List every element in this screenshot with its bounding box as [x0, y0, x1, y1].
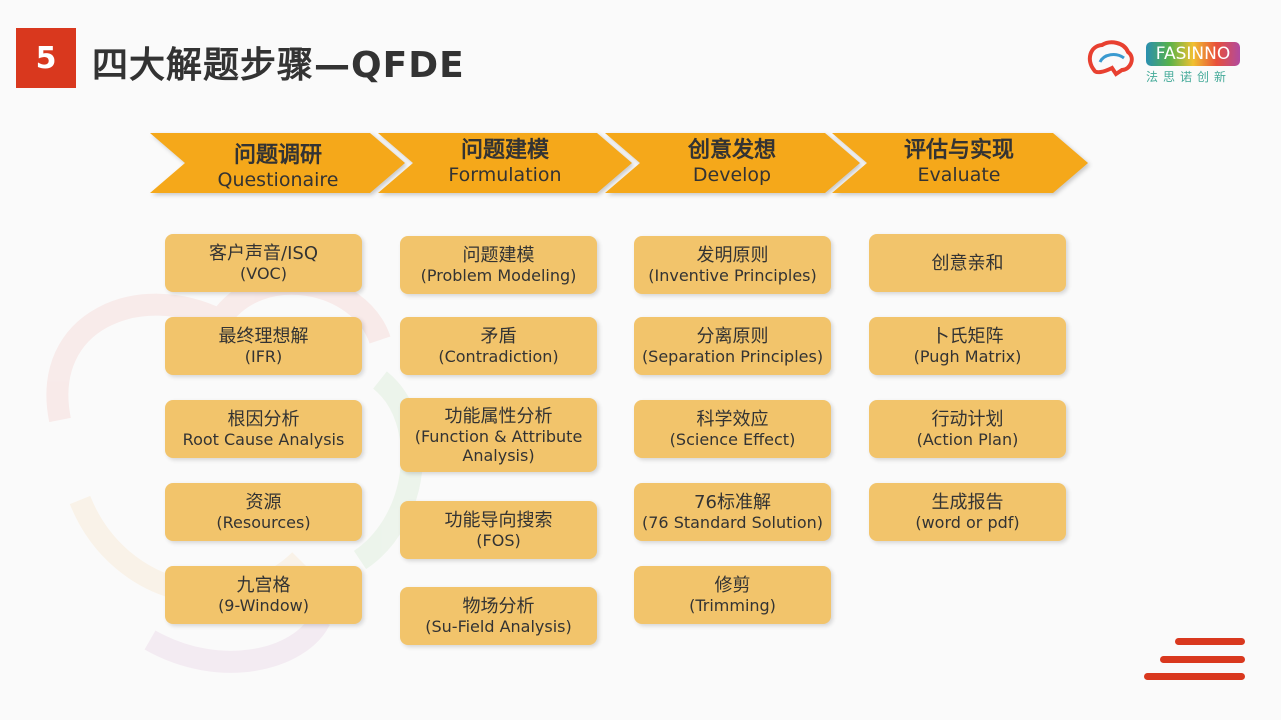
step-en: Formulation	[448, 164, 562, 186]
step-cn: 问题建模	[460, 138, 549, 163]
method-box: 生成报告(word or pdf)	[869, 483, 1066, 541]
decor-line	[1160, 656, 1245, 663]
arrow-step-4	[832, 133, 1088, 193]
method-box: 发明原则(Inventive Principles)	[634, 236, 831, 294]
method-cn: 根因分析	[227, 409, 300, 430]
method-cn: 物场分析	[462, 596, 535, 617]
process-arrows	[150, 133, 1088, 193]
method-box: 行动计划(Action Plan)	[869, 400, 1066, 458]
slide-number: 5	[16, 28, 76, 88]
method-cn: 问题建模	[462, 245, 535, 266]
method-en: (Function & Attribute Analysis)	[414, 426, 583, 465]
method-en: (FOS)	[476, 531, 521, 550]
method-box: 物场分析(Su-Field Analysis)	[400, 587, 597, 645]
method-cn: 客户声音/ISQ	[209, 243, 318, 264]
method-en: (Pugh Matrix)	[913, 347, 1022, 366]
method-box: 科学效应(Science Effect)	[634, 400, 831, 458]
method-cn: 功能属性分析	[444, 405, 553, 427]
page-title: 四大解题步骤—QFDE	[92, 45, 465, 86]
step-cn: 评估与实现	[903, 138, 1014, 163]
brain-logo-icon	[1087, 40, 1134, 77]
method-en: (Contradiction)	[438, 347, 559, 366]
method-en: (Separation Principles)	[641, 347, 824, 366]
decor-line	[1175, 638, 1245, 645]
step-en: Questionaire	[217, 169, 339, 191]
method-en: (Resources)	[216, 513, 311, 532]
method-en: (Action Plan)	[916, 430, 1019, 449]
method-en: (Inventive Principles)	[648, 266, 817, 285]
method-cn: 行动计划	[931, 409, 1004, 430]
arrow-step-2	[378, 133, 632, 193]
step-cn: 创意发想	[687, 138, 776, 163]
decor-line	[1144, 673, 1245, 680]
method-box: 九宫格(9-Window)	[165, 566, 362, 624]
method-cn: 发明原则	[696, 245, 769, 266]
logo-brand: FASINNO	[1146, 42, 1240, 66]
method-box: 矛盾(Contradiction)	[400, 317, 597, 375]
method-cn: 分离原则	[696, 326, 769, 347]
method-en: (9-Window)	[218, 596, 309, 615]
method-box: 客户声音/ISQ(VOC)	[165, 234, 362, 292]
method-box: 功能属性分析(Function & Attribute Analysis)	[400, 398, 597, 472]
method-en: (word or pdf)	[915, 513, 1020, 532]
method-en: (IFR)	[244, 347, 283, 366]
method-cn: 生成报告	[931, 492, 1004, 513]
method-cn: 科学效应	[696, 409, 769, 430]
method-cn: 修剪	[714, 575, 751, 596]
method-cn: 功能导向搜索	[444, 510, 553, 531]
method-cn: 76标准解	[694, 492, 771, 513]
method-cn: 九宫格	[236, 575, 291, 596]
method-en: (Su-Field Analysis)	[425, 617, 572, 636]
arrow-step-3	[605, 133, 860, 193]
method-en: Root Cause Analysis	[182, 430, 345, 449]
step-cn: 问题调研	[233, 143, 322, 168]
method-box: 分离原则(Separation Principles)	[634, 317, 831, 375]
method-en: (76 Standard Solution)	[642, 513, 823, 532]
method-box: 资源(Resources)	[165, 483, 362, 541]
logo-tagline: 法思诺创新	[1146, 70, 1232, 84]
method-cn: 卜氏矩阵	[931, 326, 1004, 347]
method-box: 创意亲和	[869, 234, 1066, 292]
method-cn: 最终理想解	[218, 326, 309, 347]
method-en: (Problem Modeling)	[420, 266, 577, 285]
arrow-step-1	[150, 133, 405, 193]
method-cn: 创意亲和	[931, 252, 1004, 274]
method-en: (VOC)	[240, 264, 287, 283]
method-en: (Science Effect)	[669, 430, 796, 449]
method-en: (Trimming)	[689, 596, 776, 615]
method-box: 功能导向搜索(FOS)	[400, 501, 597, 559]
step-en: Evaluate	[917, 164, 1001, 186]
method-box: 76标准解(76 Standard Solution)	[634, 483, 831, 541]
step-en: Develop	[692, 164, 772, 186]
method-cn: 资源	[245, 492, 282, 513]
method-box: 卜氏矩阵(Pugh Matrix)	[869, 317, 1066, 375]
method-box: 问题建模(Problem Modeling)	[400, 236, 597, 294]
method-box: 最终理想解(IFR)	[165, 317, 362, 375]
method-cn: 矛盾	[480, 326, 517, 347]
method-box: 修剪(Trimming)	[634, 566, 831, 624]
